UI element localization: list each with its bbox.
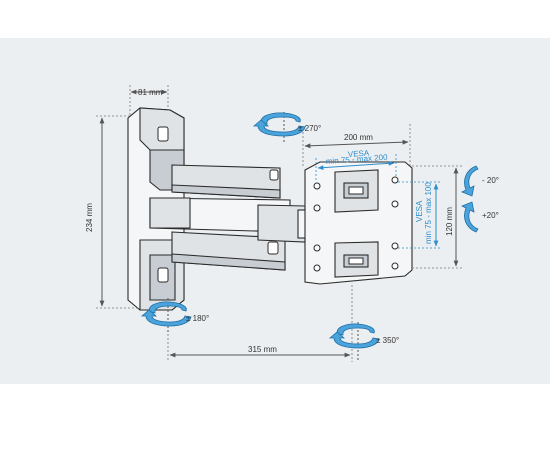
lower-arm [171, 231, 286, 271]
rotate-arrow-icon [140, 301, 192, 327]
height-label: 234 mm [85, 203, 94, 232]
vesa-vertical-label-1: VESA [415, 200, 424, 222]
tilt-joint [257, 204, 313, 243]
arm-rotation-bottom: ± 180° [140, 298, 209, 332]
curved-arrow-icon [461, 201, 479, 233]
swivel-rotation: ± 350° [328, 322, 399, 360]
vesa-horizontal-label-2: min 75 - max 200 [326, 153, 389, 166]
arm-rotation-top: ± 270° [252, 112, 321, 142]
swivel-rotation-label: ± 350° [376, 336, 399, 345]
mount-width-label: 200 mm [344, 133, 373, 142]
wall-depth-dimension: 81 mm [129, 85, 169, 116]
tilt-down: - 20° [461, 165, 499, 197]
tilt-up-label: +20° [482, 211, 499, 220]
mount-height-label: 120 mm [445, 207, 454, 236]
vesa-horizontal-dimension: VESA min 75 - max 200 [315, 148, 397, 182]
tilt-down-label: - 20° [482, 176, 499, 185]
vesa-plate [304, 161, 413, 285]
rotate-arrow-icon [252, 112, 306, 137]
reach-label: 315 mm [248, 345, 277, 354]
mount-height-dimension: 120 mm [412, 165, 462, 269]
vesa-horizontal-label-1: VESA [348, 148, 371, 159]
vesa-vertical-dimension: VESA min 75 - max 100 [398, 181, 440, 249]
rotate-arrow-icon [328, 323, 380, 349]
reach-dimension: 315 mm [167, 285, 353, 362]
mount-width-dimension: 200 mm [302, 124, 411, 168]
wall-depth-label: 81 mm [138, 88, 163, 97]
arm-rotation-top-label: ± 270° [298, 124, 321, 133]
upper-arm [171, 164, 281, 199]
tilt-up: +20° [461, 201, 499, 233]
arm-rotation-bottom-label: ± 180° [186, 314, 209, 323]
height-dimension: 234 mm [85, 115, 140, 309]
vesa-vertical-label-2: min 75 - max 100 [424, 182, 433, 244]
curved-arrow-icon [461, 165, 479, 197]
